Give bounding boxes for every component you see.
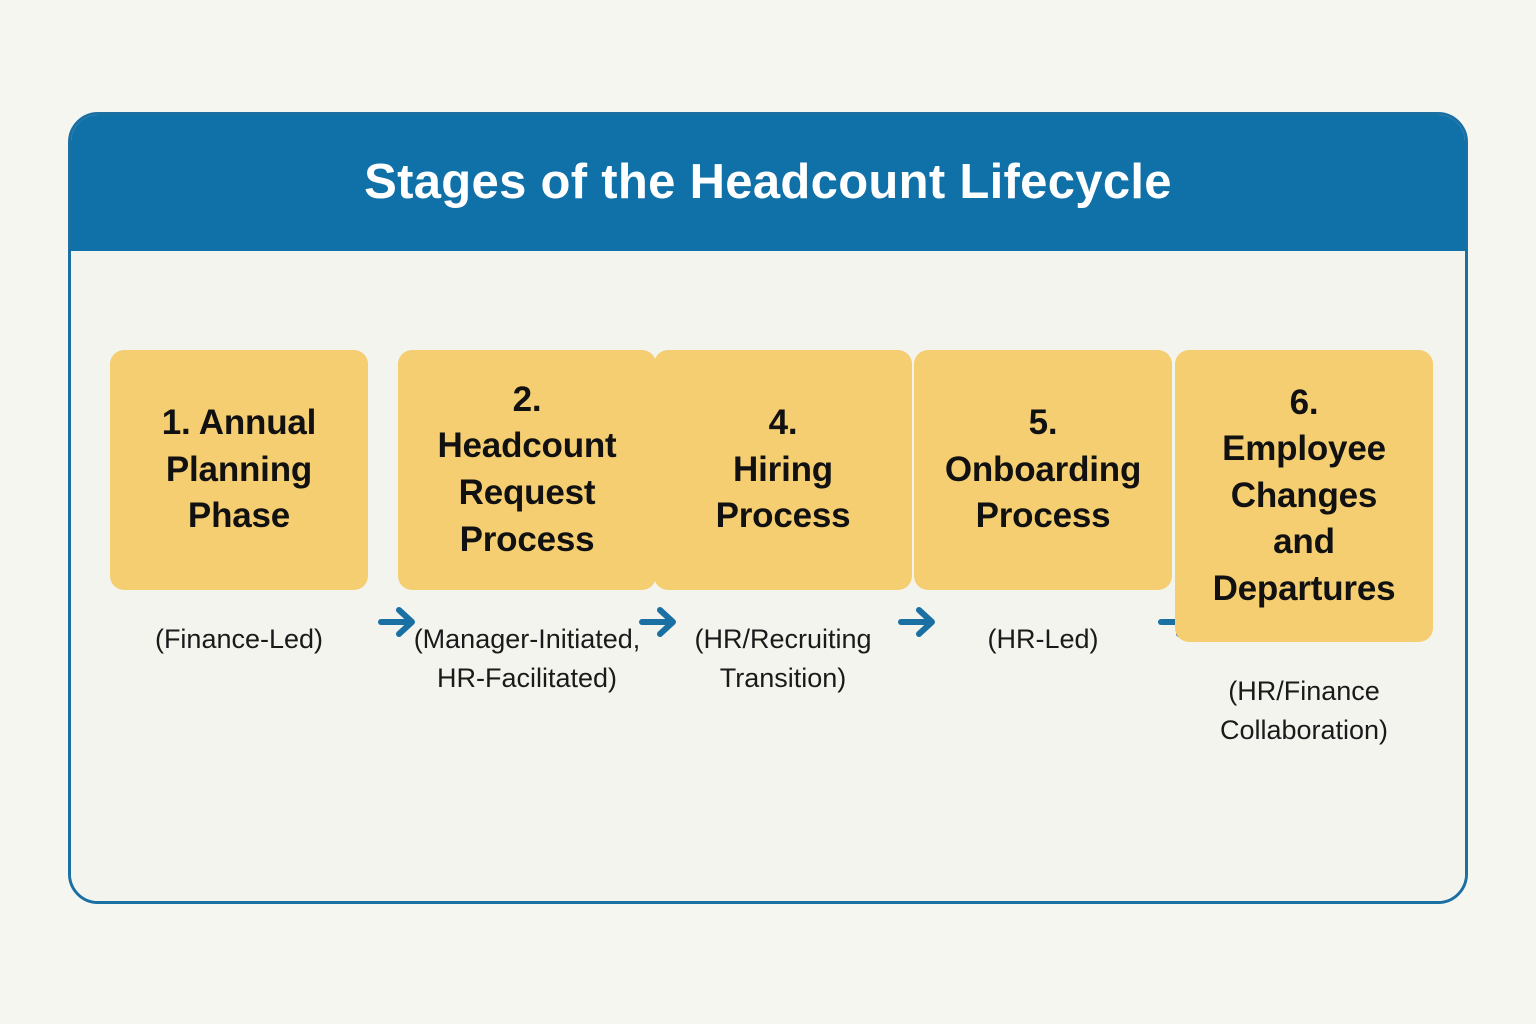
stage-3-box[interactable]: 4. Hiring Process: [654, 350, 912, 590]
stage-3-label: 4. Hiring Process: [715, 403, 851, 536]
arrow-right-icon-1: [377, 600, 421, 644]
stage-5-caption: (HR/Finance Collaboration): [1219, 676, 1389, 746]
stage-4-label: 5. Onboarding Process: [944, 403, 1142, 536]
stage-4[interactable]: 5. Onboarding Process (HR-Led): [914, 350, 1172, 659]
stage-3-caption: (HR/Recruiting Transition): [694, 624, 872, 694]
stage-2-label: 2. Headcount Request Process: [437, 379, 617, 559]
stage-2-caption: (Manager-Initiated, HR-Facilitated): [413, 624, 641, 694]
card-header: Stages of the Headcount Lifecycle: [71, 115, 1465, 251]
card-body: 1. Annual Planning Phase (Finance-Led): [71, 251, 1465, 901]
stage-1-label: 1. Annual Planning Phase: [161, 403, 317, 536]
process-flow: 1. Annual Planning Phase (Finance-Led): [71, 251, 1465, 901]
stage-1-box[interactable]: 1. Annual Planning Phase: [110, 350, 368, 590]
arrow-right-icon-3: [897, 600, 941, 644]
stage-4-box[interactable]: 5. Onboarding Process: [914, 350, 1172, 590]
arrow-right-icon-2: [638, 600, 682, 644]
stage-1-caption: (Finance-Led): [154, 624, 324, 654]
stage-2[interactable]: 2. Headcount Request Process (Manager-In…: [398, 350, 656, 698]
stage-5-box[interactable]: 6. Employee Changes and Departures: [1175, 350, 1433, 642]
stage-3[interactable]: 4. Hiring Process (HR/Recruiting Transit…: [654, 350, 912, 698]
lifecycle-card: Stages of the Headcount Lifecycle 1. Ann…: [68, 112, 1468, 904]
stage-5[interactable]: 6. Employee Changes and Departures (HR/F…: [1175, 350, 1433, 750]
stage-5-label: 6. Employee Changes and Departures: [1212, 382, 1396, 608]
stage-2-box[interactable]: 2. Headcount Request Process: [398, 350, 656, 590]
stage-1[interactable]: 1. Annual Planning Phase (Finance-Led): [110, 350, 368, 659]
stage-4-caption: (HR-Led): [987, 624, 1099, 654]
page-title: Stages of the Headcount Lifecycle: [364, 155, 1172, 210]
